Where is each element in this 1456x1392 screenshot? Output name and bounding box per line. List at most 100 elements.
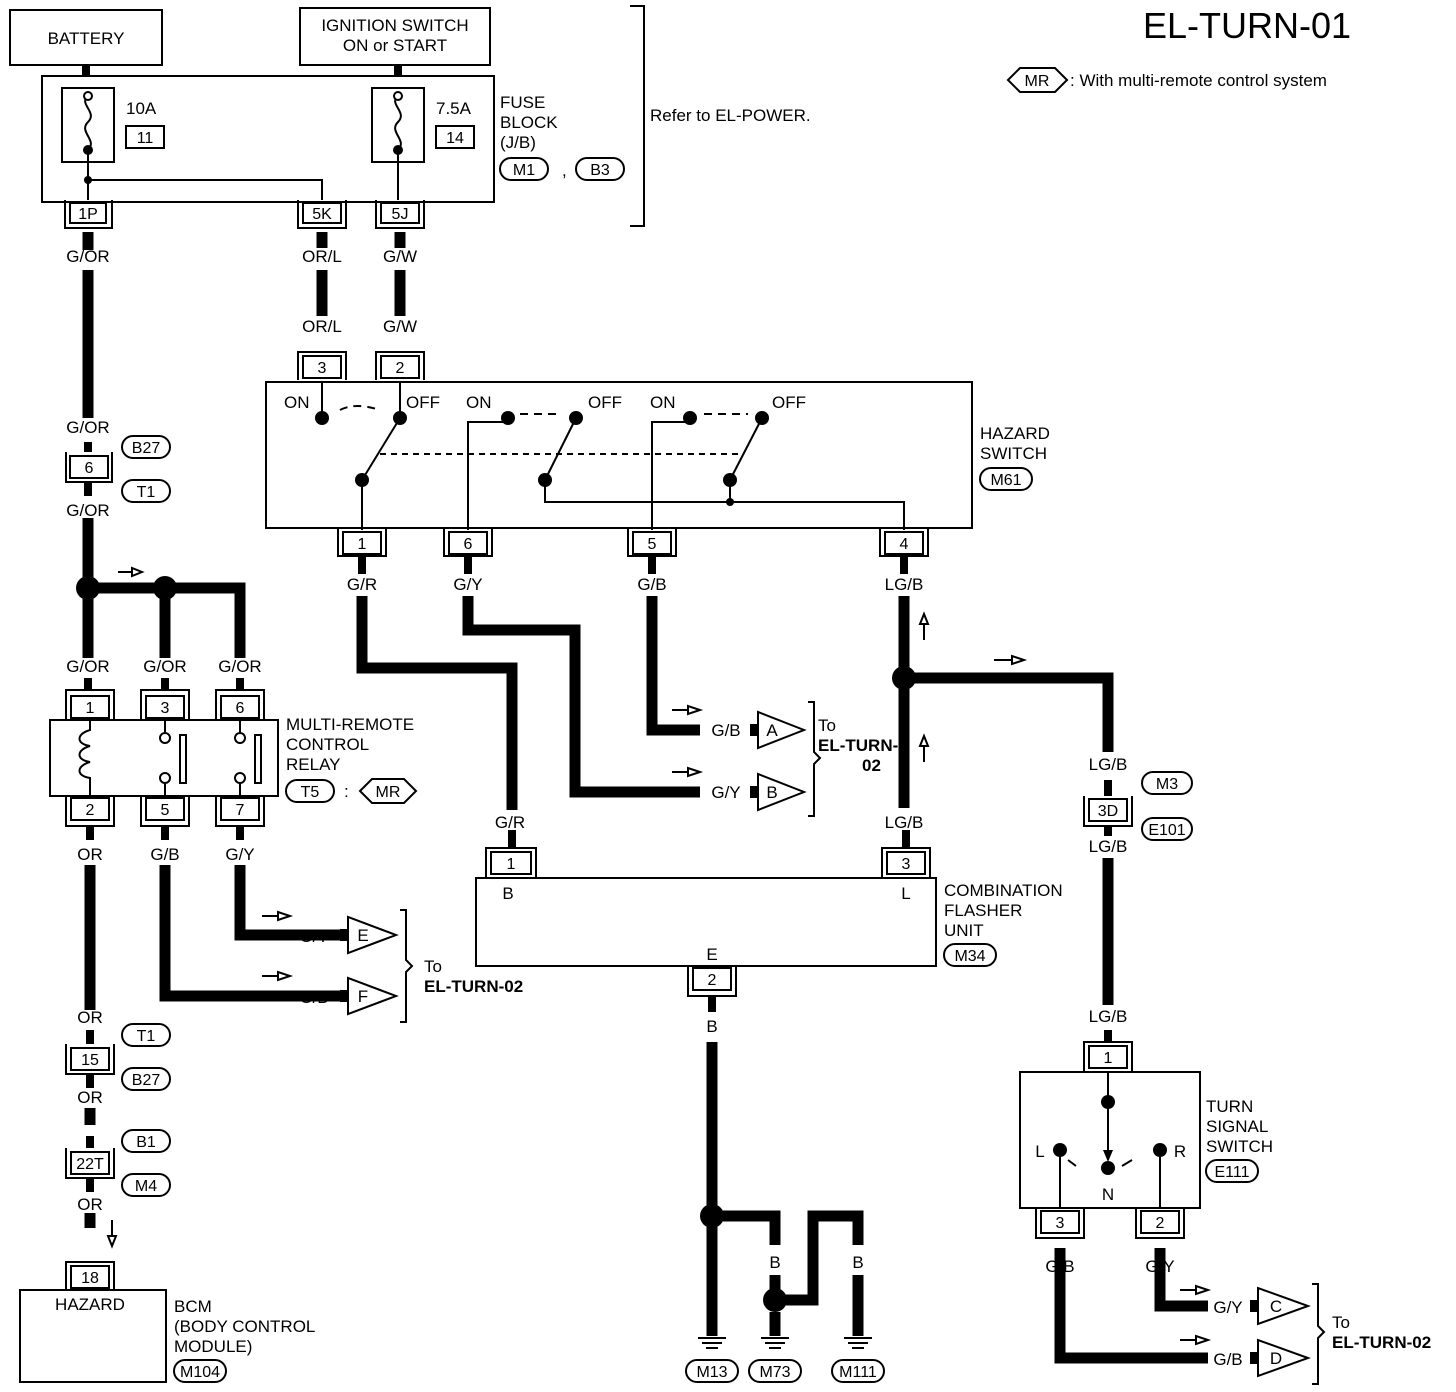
wire-label: G/W bbox=[383, 247, 417, 266]
wire-label: LG/B bbox=[1089, 837, 1128, 856]
flasher-pin-3: 3 bbox=[902, 856, 911, 873]
turn-r: R bbox=[1174, 1142, 1186, 1161]
arrow-right-icon bbox=[118, 566, 145, 578]
hazard-pin-4: 4 bbox=[900, 536, 909, 553]
offpage-c: C bbox=[1270, 1297, 1282, 1316]
relay-pin-2: 2 bbox=[86, 802, 95, 819]
joint-pin: 15 bbox=[81, 1052, 99, 1069]
joint-pin: 22T bbox=[76, 1156, 104, 1173]
bcm: 18 HAZARD BCM (BODY CONTROL MODULE) M104 bbox=[19, 1261, 315, 1383]
refer-bracket bbox=[630, 5, 645, 227]
relay-option: MR bbox=[376, 784, 401, 801]
bcm-pin: 18 bbox=[81, 1270, 99, 1287]
wire-label: LG/B bbox=[885, 813, 924, 832]
fuse-block-sep: , bbox=[562, 161, 567, 180]
splice-dot bbox=[76, 576, 100, 600]
to-label: To bbox=[1332, 1313, 1350, 1332]
on-label: ON bbox=[650, 393, 676, 412]
relay-title-2: CONTROL bbox=[286, 735, 369, 754]
splice-dot bbox=[763, 1288, 787, 1312]
flasher-title-1: COMBINATION bbox=[944, 881, 1063, 900]
fuse-block-line2: BLOCK bbox=[500, 113, 558, 132]
hazard-pin-5: 5 bbox=[648, 536, 657, 553]
wire-label: G/R bbox=[347, 575, 377, 594]
turn-n: N bbox=[1102, 1185, 1114, 1204]
turn-l: L bbox=[1035, 1142, 1044, 1161]
relay-title-3: RELAY bbox=[286, 755, 341, 774]
flasher-pin-2: 2 bbox=[708, 972, 717, 989]
wire-label: G/Y bbox=[225, 845, 254, 864]
wire-label: B bbox=[706, 1253, 717, 1272]
wire-label: G/OR bbox=[218, 657, 261, 676]
flasher-e: E bbox=[706, 945, 717, 964]
relay-pin-1: 1 bbox=[86, 700, 95, 717]
fuse-block-line1: FUSE bbox=[500, 93, 545, 112]
ground-label: M73 bbox=[759, 1364, 790, 1381]
wire-label: G/Y bbox=[1213, 1298, 1242, 1317]
flasher-conn: M34 bbox=[954, 948, 985, 965]
wire-label: G/B bbox=[711, 721, 740, 740]
flow-arrows bbox=[106, 566, 1212, 1346]
fuse1-amp: 10A bbox=[126, 99, 157, 118]
flasher-pin-1: 1 bbox=[507, 856, 516, 873]
to-label: To bbox=[818, 716, 836, 735]
joint-pin: 6 bbox=[85, 460, 94, 477]
wire-label: G/Y bbox=[711, 783, 740, 802]
wire-label: G/B bbox=[150, 845, 179, 864]
combination-flasher-unit: 1 3 B L E 2 COMBINATION FLASHER UNIT M34 bbox=[475, 830, 1063, 1012]
wire-color-labels: G/OR OR/L G/W OR/L G/W G/OR G/OR G/OR G/… bbox=[66, 247, 1242, 1369]
offpage-f: F bbox=[358, 987, 368, 1006]
offpage-connector-b: B bbox=[750, 772, 807, 812]
wire-label: OR bbox=[77, 845, 103, 864]
ground-label: M111 bbox=[839, 1364, 877, 1381]
splice-dot bbox=[700, 1204, 724, 1228]
fuse-block-pins: 1P 5K 5J bbox=[64, 200, 425, 229]
wire-label: OR bbox=[77, 1008, 103, 1027]
off-label: OFF bbox=[406, 393, 440, 412]
turn-title-3: SWITCH bbox=[1206, 1137, 1273, 1156]
bcm-conn: M104 bbox=[180, 1364, 220, 1381]
multi-remote-control-relay: 1 3 6 2 5 7 MULTI-REMOTE CONTROL bbox=[49, 678, 418, 840]
pin-5k: 5K bbox=[312, 206, 332, 223]
ground-m111: M111 bbox=[831, 1337, 885, 1383]
offpage-b: B bbox=[766, 783, 777, 802]
splice-points bbox=[76, 576, 916, 1312]
bcm-inner: HAZARD bbox=[55, 1295, 125, 1314]
flasher-b: B bbox=[502, 884, 513, 903]
hazard-pin-1: 1 bbox=[358, 536, 367, 553]
legend: MR : With multi-remote control system bbox=[1006, 67, 1327, 93]
to-bracket bbox=[1312, 1283, 1326, 1385]
arrow-right-icon bbox=[262, 910, 294, 922]
arrow-right-icon bbox=[672, 766, 704, 778]
turn-conn: E111 bbox=[1215, 1164, 1250, 1181]
wire-label: LG/B bbox=[885, 575, 924, 594]
diagram-title: EL-TURN-01 bbox=[1143, 5, 1351, 46]
joint-connector-22t: 22T B1 M4 bbox=[65, 1129, 171, 1197]
wire-label: G/OR bbox=[66, 501, 109, 520]
offpage-connector-c: C bbox=[1250, 1286, 1311, 1326]
wire-label: G/OR bbox=[66, 657, 109, 676]
relay-colon: : bbox=[344, 782, 349, 801]
arrow-right-icon bbox=[672, 704, 704, 716]
wire-label: B bbox=[769, 1253, 780, 1272]
joint-conn: B27 bbox=[132, 440, 161, 457]
legend-text: : With multi-remote control system bbox=[1070, 71, 1327, 90]
wire-harness bbox=[82, 232, 1208, 1364]
arrow-right-icon bbox=[994, 654, 1028, 666]
to-bracket bbox=[400, 909, 414, 1023]
arrow-right-icon bbox=[1180, 1284, 1212, 1296]
wire-label: OR/L bbox=[302, 317, 342, 336]
wire-label: G/B bbox=[637, 575, 666, 594]
arrow-up-icon bbox=[918, 733, 930, 762]
turn-title-1: TURN bbox=[1206, 1097, 1253, 1116]
wire-label: G/OR bbox=[66, 418, 109, 437]
wire-label: G/W bbox=[383, 317, 417, 336]
joint-connector-3d: 3D M3 E101 bbox=[1083, 771, 1193, 841]
battery-label: BATTERY bbox=[48, 29, 125, 48]
ignition-line2: ON or START bbox=[343, 36, 447, 55]
on-label: ON bbox=[284, 393, 310, 412]
turn-pin-2: 2 bbox=[1156, 1215, 1165, 1232]
to-target: EL-TURN-02 bbox=[424, 977, 523, 996]
hazard-title-2: SWITCH bbox=[980, 444, 1047, 463]
joint-conn: T1 bbox=[137, 484, 156, 501]
